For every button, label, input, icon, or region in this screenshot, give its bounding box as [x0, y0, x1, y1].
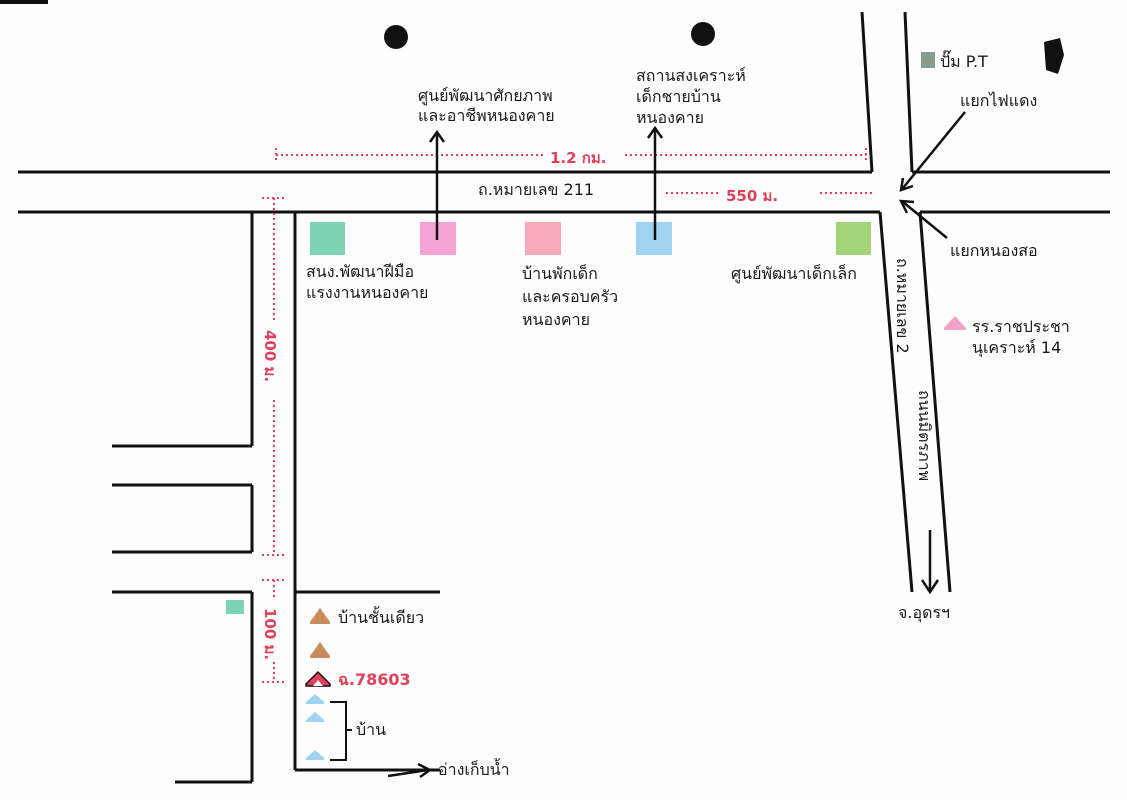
label-school-2: นุเคราะห์ 14 — [972, 338, 1062, 357]
square-marker-icon — [525, 222, 561, 255]
label-boys-home-1: สถานสงเคราะห์ — [636, 66, 746, 85]
square-marker-icon — [226, 600, 244, 614]
label-udon: จ.อุดรฯ — [898, 603, 951, 622]
scan-edge-mark — [0, 0, 48, 4]
house-icon — [305, 670, 331, 687]
distance-lines — [262, 148, 872, 683]
label-skill-dev-2: แรงงานหนองคาย — [306, 283, 429, 302]
label-road-211: ถ.หมายเลข 211 — [478, 180, 595, 199]
label-boys-home-3: หนองคาย — [636, 108, 704, 127]
label-traffic-light: แยกไฟแดง — [960, 91, 1038, 110]
label-boys-home-2: เด็กชายบ้าน — [636, 87, 721, 106]
road-211 — [18, 170, 1110, 214]
label-houses: บ้าน — [356, 720, 387, 739]
scan-blot — [1044, 38, 1064, 74]
label-child-dev-center: ศูนย์พัฒนาเด็กเล็ก — [731, 264, 857, 283]
label-single-storey-house: บ้านชั้นเดียว — [338, 608, 425, 627]
label-highway-2: ถ.หมายเลข 2 — [893, 258, 912, 354]
label-potential-center-2: และอาชีพหนองคาย — [418, 106, 555, 125]
distance-1-2km: 1.2 กม. — [550, 149, 607, 167]
black-dot-icon — [384, 25, 408, 49]
label-nong-so: แยกหนองสอ — [950, 241, 1038, 260]
label-skill-dev-1: สนง.พัฒนาฝีมือ — [306, 262, 415, 281]
label-child-shelter-1: บ้านพักเด็ก — [522, 264, 598, 283]
house-icon — [944, 316, 966, 330]
distance-550m: 550 ม. — [726, 187, 779, 205]
side-road — [112, 212, 440, 784]
label-child-shelter-3: หนองคาย — [522, 310, 590, 329]
label-reservoir: อ่างเก็บน้ำ — [438, 760, 510, 779]
house-icon — [306, 694, 324, 760]
square-marker-icon — [921, 52, 935, 68]
label-target-house: ฉ.78603 — [338, 670, 411, 689]
houses-bracket — [330, 701, 352, 761]
road-mittraphap — [860, 11, 952, 593]
label-gas-station: ปั๊ม P.T — [940, 52, 988, 71]
label-potential-center-1: ศูนย์พัฒนาศักยภาพ — [418, 86, 553, 105]
square-marker-icon — [310, 222, 345, 255]
arrow-icon — [428, 125, 664, 240]
square-marker-icon — [836, 222, 871, 255]
black-dot-icon — [691, 22, 715, 46]
distance-400m: 400 ม. — [261, 330, 279, 383]
label-child-shelter-2: และครอบครัว — [522, 287, 619, 306]
house-icon — [310, 608, 330, 658]
label-mittraphap: ถนนมิตรภาพ — [915, 390, 934, 482]
arrow-icon — [387, 111, 966, 779]
distance-100m: 100 ม. — [261, 608, 279, 661]
label-school-1: รร.ราชประชา — [972, 317, 1070, 336]
